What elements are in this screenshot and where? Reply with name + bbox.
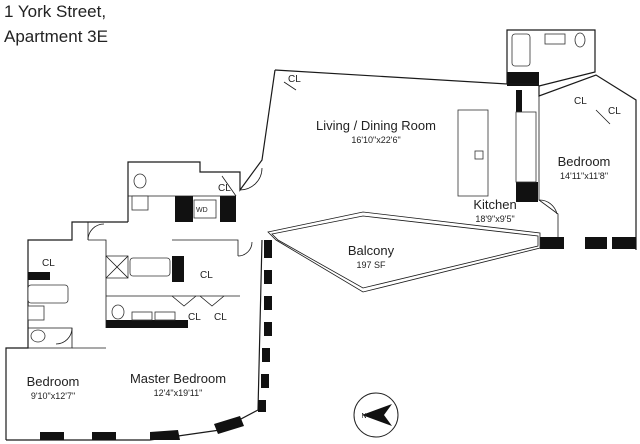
- outer-walls: [5, 29, 637, 441]
- closet-label-bedroom-east-1: CL: [574, 96, 587, 107]
- wall-columns: [28, 90, 636, 440]
- room-name-master: Master Bedroom: [130, 371, 226, 386]
- room-dims-bedroom-west: 9'10"x12'7": [31, 391, 75, 401]
- closet-label-master-3: CL: [214, 312, 227, 323]
- room-name-balcony: Balcony: [348, 243, 395, 258]
- room-dims-balcony: 197 SF: [356, 260, 386, 270]
- closet-label-bedroom-west: CL: [42, 258, 55, 269]
- closet-labels: CL CL CL CL CL CL CL CL WD: [42, 74, 621, 323]
- interior-walls: [6, 32, 586, 349]
- washer-dryer-label: WD: [196, 207, 208, 214]
- address-line-2: Apartment 3E: [4, 27, 108, 46]
- room-dims-master: 12'4"x19'11": [154, 388, 203, 398]
- closet-label-master-2: CL: [188, 312, 201, 323]
- north-label: N: [361, 413, 366, 420]
- room-dims-kitchen: 18'9"x9'5": [475, 214, 514, 224]
- room-name-kitchen: Kitchen: [473, 197, 516, 212]
- room-dims-living: 16'10"x22'6": [351, 135, 400, 145]
- room-labels: Living / Dining Room 16'10"x22'6" Kitche…: [27, 118, 611, 401]
- closet-label-hall: CL: [218, 183, 231, 194]
- closet-label-master-1: CL: [200, 270, 213, 281]
- room-name-bedroom-west: Bedroom: [27, 374, 80, 389]
- north-arrow-icon: N: [353, 392, 399, 438]
- door-swings: [55, 81, 611, 345]
- address-line-1: 1 York Street,: [4, 2, 106, 21]
- room-name-living: Living / Dining Room: [316, 118, 436, 133]
- room-dims-bedroom-east: 14'11"x11'8": [560, 171, 608, 181]
- room-name-bedroom-east: Bedroom: [558, 154, 611, 169]
- closet-label-living: CL: [288, 74, 301, 85]
- balcony-outline: [267, 211, 541, 293]
- closet-label-bedroom-east-2: CL: [608, 106, 621, 117]
